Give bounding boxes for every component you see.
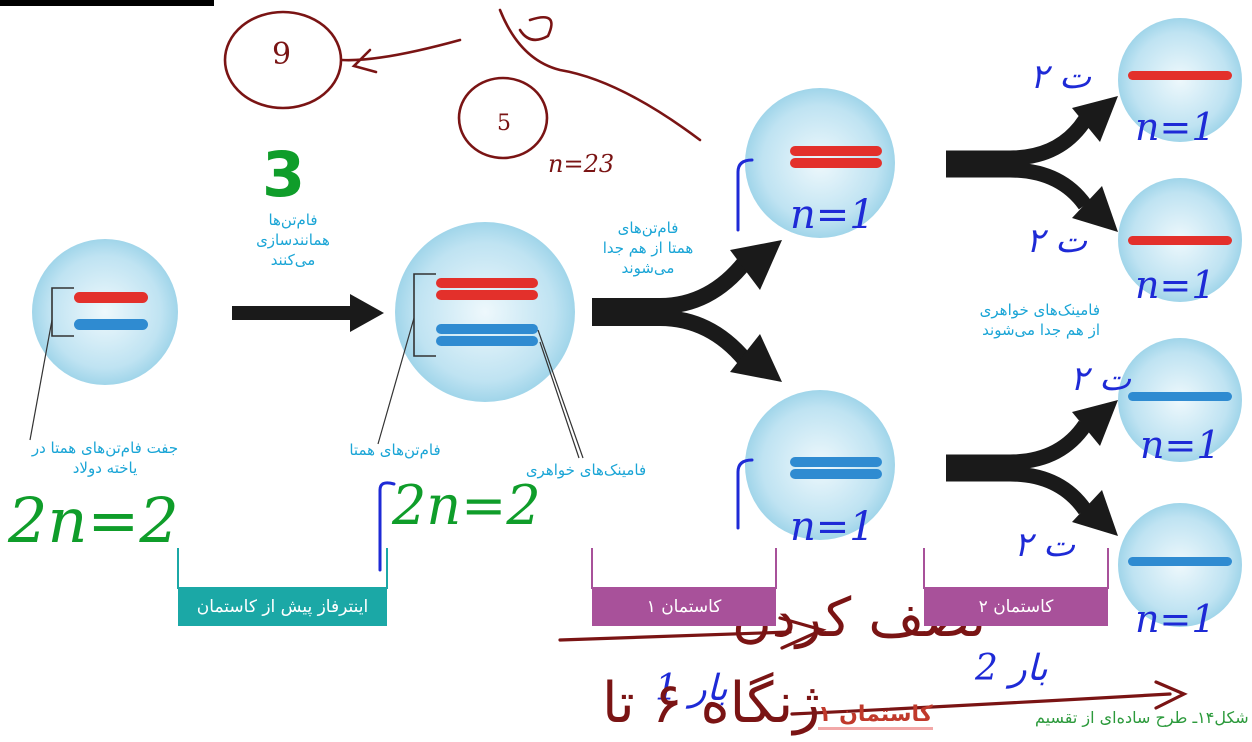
label-replication-line1: فام‌تن‌ها (268, 211, 318, 229)
phase-meiosis2: کاستمان ۲ (924, 588, 1108, 626)
handwriting-two-n-green: 2n=2 (7, 484, 179, 557)
chromatid-red-m1a (790, 146, 882, 156)
label-separation2-line1: فامینک‌های خواهری (979, 301, 1100, 319)
arrow-fork-meiosis2-top (946, 96, 1118, 232)
chromosome-blue-single (74, 319, 148, 330)
chromatid-red-m1b (790, 158, 882, 168)
label-replication-line3: می‌کنند (270, 251, 316, 269)
top-black-bar (0, 0, 214, 6)
chromatid-red-a (436, 278, 538, 288)
chromatid-blue-b (436, 336, 538, 346)
label-separation1: فام‌تن‌های همتا از هم جدا می‌شوند (588, 218, 708, 278)
chromosome-red-f2 (1128, 236, 1232, 245)
chromosome-red-single (74, 292, 148, 303)
cell-replicated (395, 222, 575, 402)
leader-sisters-b (539, 341, 580, 459)
label-sisters: فامینک‌های خواهری (525, 461, 647, 479)
leader-sisters-a (537, 329, 584, 459)
arrow-fork-meiosis1 (592, 240, 782, 382)
handwriting-nine: 9 (272, 37, 291, 72)
handwriting-blue-mark-3: ۲ ت (1070, 359, 1131, 399)
leader-homologs (377, 317, 415, 445)
handwriting-n1-bottom: n=1 (790, 504, 875, 550)
label-replication-line2: همانندسازی (256, 231, 330, 249)
chromosome-blue-f4 (1128, 557, 1232, 566)
label-separation1-line2: همتا از هم جدا (602, 239, 694, 257)
label-homologs: فام‌تن‌های همتا (349, 441, 441, 459)
handwriting-twice: 2 بار (974, 648, 1048, 689)
handwriting-n1-f1: n=1 (1135, 105, 1216, 149)
bracket-homologs (413, 273, 436, 357)
handwriting-two-n-green-2: 2n=2 (391, 474, 541, 537)
handwriting-blue-brackets (378, 158, 754, 572)
handwriting-blue-mark-2: ۲ ت (1026, 221, 1087, 261)
leader-homolog-pair (29, 319, 53, 441)
chromatid-blue-a (436, 324, 538, 334)
label-homolog-pair-line2: یاخته دولاد (72, 459, 138, 477)
handwriting-red-arrows (558, 616, 1188, 716)
chromatid-red-b (436, 290, 538, 300)
label-separation1-line3: می‌شوند (621, 259, 675, 277)
chromosome-red-f1 (1128, 71, 1232, 80)
phase-interphase: اینترفاز پیش از کاستمان (178, 588, 387, 626)
handwriting-n1-f4: n=1 (1135, 597, 1216, 641)
handwriting-n1-f3: n=1 (1140, 423, 1221, 467)
chromatid-blue-m1a (790, 457, 882, 467)
phase-bracket-meiosis1 (591, 548, 777, 589)
label-homolog-pair: جفت فام‌تن‌های همتا در یاخته دولاد (10, 438, 200, 478)
phase-meiosis1: کاستمان ۱ (592, 588, 776, 626)
phase-bracket-interphase (177, 548, 388, 589)
chromosome-blue-f3 (1128, 392, 1232, 401)
handwriting-n1-top: n=1 (790, 192, 875, 238)
label-separation2: فامینک‌های خواهری از هم جدا می‌شوند (930, 300, 1100, 340)
arrow-replication (232, 294, 384, 332)
handwriting-n23: n=23 (548, 150, 614, 178)
handwriting-top-sketch (223, 8, 702, 160)
bracket-homolog-pair (51, 287, 74, 337)
handwriting-once: 1 بار (655, 668, 728, 709)
label-homolog-pair-line1: جفت فام‌تن‌های همتا در (31, 439, 179, 457)
label-separation2-line2: از هم جدا می‌شوند (982, 321, 1100, 339)
arrow-fork-meiosis2-bottom (946, 400, 1118, 536)
caption-highlight: کاستمان ۱ (818, 702, 933, 730)
handwriting-five: 5 (497, 111, 511, 136)
cell-interphase (32, 239, 178, 385)
handwriting-blue-mark-4: ۲ ت (1014, 525, 1075, 565)
handwriting-green-three: 3 (262, 138, 305, 211)
chromatid-blue-m1b (790, 469, 882, 479)
handwriting-n1-f2: n=1 (1135, 263, 1216, 307)
figure-caption: شکل۱۴ـ طرح ساده‌ای از تقسیم (1035, 708, 1249, 727)
handwriting-red-phrase-2: ژنگاه ۶ تا (602, 671, 820, 736)
handwriting-blue-mark-1: ۲ ت (1030, 57, 1091, 97)
label-separation1-line1: فام‌تن‌های (617, 219, 679, 237)
label-replication: فام‌تن‌ها همانندسازی می‌کنند (238, 210, 348, 270)
